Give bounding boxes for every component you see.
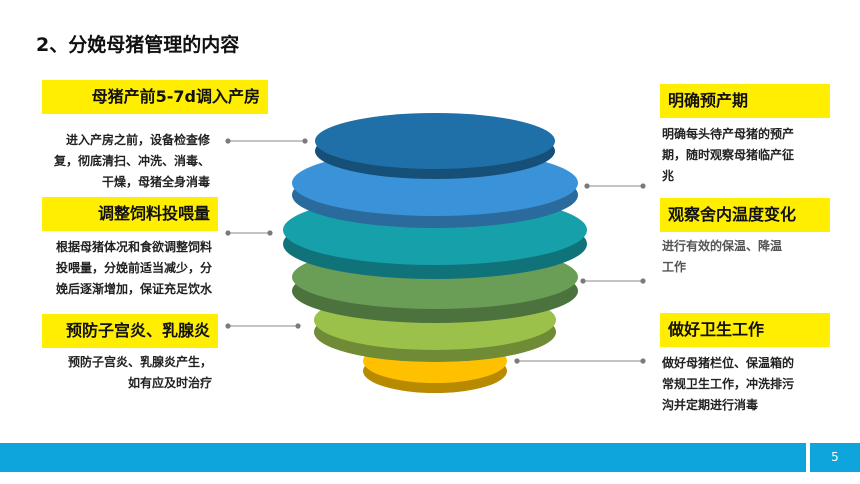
desc-prenatal-transfer: 进入产房之前，设备检查修 复，彻底清扫、冲洗、消毒、 干燥，母猪全身消毒 xyxy=(30,130,210,193)
connector-dot xyxy=(640,183,646,189)
disc-layer-1 xyxy=(315,113,555,179)
desc-line: 根据母猪体况和食欲调整饲料 xyxy=(55,240,212,254)
desc-line: 进入产房之前，设备检查修 xyxy=(65,133,210,147)
tag-temperature: 观察舍内温度变化 xyxy=(660,198,830,232)
desc-line: 常规卫生工作，冲洗排污 xyxy=(662,377,795,391)
desc-line: 沟并定期进行消毒 xyxy=(662,398,759,412)
desc-prevent-inflammation: 预防子宫炎、乳腺炎产生， 如有应及时治疗 xyxy=(30,352,212,394)
desc-line: 娩后逐渐增加，保证充足饮水 xyxy=(55,282,212,296)
connector-dot xyxy=(640,358,646,364)
desc-temperature: 进行有效的保温、降温 工作 xyxy=(662,236,842,278)
connector-dot xyxy=(267,230,273,236)
desc-hygiene: 做好母猪栏位、保温箱的 常规卫生工作，冲洗排污 沟并定期进行消毒 xyxy=(662,353,842,416)
desc-feed-adjust: 根据母猪体况和食欲调整饲料 投喂量，分娩前适当减少，分 娩后逐渐增加，保证充足饮… xyxy=(30,237,212,300)
connector-dot xyxy=(640,278,646,284)
tag-due-date: 明确预产期 xyxy=(660,84,830,118)
connector-dot xyxy=(580,278,586,284)
connector-dot xyxy=(225,230,231,236)
tag-prevent-inflammation: 预防子宫炎、乳腺炎 xyxy=(42,314,218,348)
connector-left-2 xyxy=(225,230,273,236)
desc-line: 工作 xyxy=(662,260,687,274)
desc-line: 复，彻底清扫、冲洗、消毒、 xyxy=(53,154,210,168)
page-number: 5 xyxy=(831,450,839,464)
connector-right-1 xyxy=(584,183,646,189)
footer-bar xyxy=(0,443,806,472)
connector-left-3 xyxy=(225,323,301,329)
desc-line: 兆 xyxy=(662,169,675,183)
desc-line: 投喂量，分娩前适当减少，分 xyxy=(55,261,212,275)
desc-line: 干燥，母猪全身消毒 xyxy=(101,175,210,189)
connector-dot xyxy=(584,183,590,189)
connector-dot xyxy=(225,138,231,144)
desc-due-date: 明确每头待产母猪的预产 期，随时观察母猪临产征 兆 xyxy=(662,124,842,187)
desc-line: 做好母猪栏位、保温箱的 xyxy=(662,356,795,370)
desc-line: 预防子宫炎、乳腺炎产生， xyxy=(67,355,212,369)
desc-line: 进行有效的保温、降温 xyxy=(662,239,783,253)
connector-right-2 xyxy=(580,278,646,284)
tag-hygiene: 做好卫生工作 xyxy=(660,313,830,347)
connector-dot xyxy=(302,138,308,144)
connector-dot xyxy=(514,358,520,364)
tag-prenatal-transfer: 母猪产前5-7d调入产房 xyxy=(42,80,268,114)
connector-dot xyxy=(295,323,301,329)
connector-left-1 xyxy=(225,138,308,144)
desc-line: 如有应及时治疗 xyxy=(127,376,212,390)
tag-feed-adjust: 调整饲料投喂量 xyxy=(42,197,218,231)
desc-line: 明确每头待产母猪的预产 xyxy=(662,127,795,141)
desc-line: 期，随时观察母猪临产征 xyxy=(662,148,795,162)
footer-page-box xyxy=(810,443,860,472)
disc-layer-1-top xyxy=(315,113,555,169)
connector-dot xyxy=(225,323,231,329)
connector-right-3 xyxy=(514,358,646,364)
page-title: 2、分娩母猪管理的内容 xyxy=(36,34,240,56)
